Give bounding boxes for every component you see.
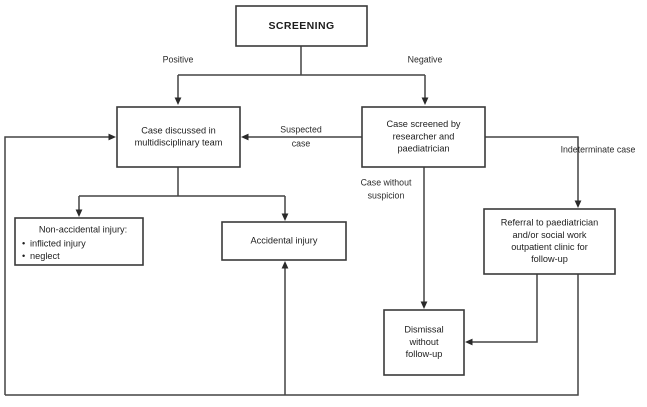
edge-label-negative: Negative xyxy=(408,54,443,64)
non-accidental-injury-box-frame xyxy=(14,217,144,266)
case-discussed-box-line-1: multidisciplinary team xyxy=(135,138,223,148)
referral-box-line-2: outpatient clinic for xyxy=(511,242,588,252)
case-discussed-box-frame xyxy=(116,106,241,168)
edge-label-case-without-suspicion-2: suspicion xyxy=(368,190,405,200)
referral-box-line-0: Referral to paediatrician xyxy=(501,218,599,228)
non-accidental-injury-box: Non-accidental injury: • inflicted injury •… xyxy=(14,217,144,266)
case-screened-box-line-0: Case screened by xyxy=(386,119,460,129)
connector-referral-to-bottom xyxy=(5,274,579,396)
screening-box-frame xyxy=(235,5,368,47)
dismissal-box-line-1: without xyxy=(408,337,439,347)
referral-box: Referral to paediatrician and/or social w… xyxy=(483,208,616,275)
non-accidental-injury-box-bullet-1: neglect xyxy=(30,251,60,261)
case-discussed-box: Case discussed in multidisciplinary team xyxy=(116,106,241,168)
connector-screening-to-screened-arrowhead xyxy=(421,97,429,105)
connector-suspected-case-arrowhead xyxy=(241,133,249,141)
connector-referral-to-dismissal-arrowhead xyxy=(465,338,473,346)
connector-referral-to-dismissal xyxy=(470,274,538,343)
connector-screening-split-arrowhead xyxy=(174,97,182,105)
screening-box: SCREENING xyxy=(235,5,368,47)
connector-screened-to-referral xyxy=(485,136,579,203)
accidental-injury-box-frame xyxy=(221,221,347,261)
referral-box-frame xyxy=(483,208,616,275)
non-accidental-injury-box-bullet-dot-1: • xyxy=(22,251,25,261)
non-accidental-injury-box-bullet-0: inflicted injury xyxy=(30,239,86,249)
dismissal-box: Dismissal without follow-up xyxy=(383,309,465,376)
edge-label-positive: Positive xyxy=(163,54,194,64)
node-layer: SCREENING Case discussed in multidisciplin… xyxy=(14,5,616,376)
case-screened-box-line-1: researcher and xyxy=(393,131,455,141)
accidental-injury-box-line-0: Accidental injury xyxy=(251,235,318,245)
edge-label-suspected-case-2: case xyxy=(292,138,311,148)
referral-box-line-3: follow-up xyxy=(531,254,568,264)
connector-multidisciplinary-split xyxy=(78,167,285,212)
connector-multidisciplinary-to-accidental-arrowhead xyxy=(281,213,289,221)
case-screened-box: Case screened by researcher and paediatric… xyxy=(361,106,486,168)
screening-box-line-0: SCREENING xyxy=(268,20,334,32)
connector-screened-to-dismissal-arrowhead xyxy=(420,301,428,309)
case-screened-box-line-2: paediatrician xyxy=(397,144,449,154)
edge-label-case-without-suspicion: Case without xyxy=(361,177,412,187)
dismissal-box-line-0: Dismissal xyxy=(404,325,443,335)
case-discussed-box-line-0: Case discussed in xyxy=(141,125,216,135)
non-accidental-injury-box-line-0: Non-accidental injury: xyxy=(39,224,127,234)
connector-layer xyxy=(4,46,582,396)
case-screened-box-frame xyxy=(361,106,486,168)
connector-screened-to-referral-arrowhead xyxy=(574,200,582,208)
connector-screening-split xyxy=(177,46,425,100)
dismissal-box-frame xyxy=(383,309,465,376)
dismissal-box-line-2: follow-up xyxy=(406,349,443,359)
connector-multidisciplinary-split-arrowhead xyxy=(75,209,83,217)
edge-label-suspected-case: Suspected xyxy=(280,124,322,134)
non-accidental-injury-box-bullet-dot-0: • xyxy=(22,239,25,249)
referral-box-line-1: and/or social work xyxy=(512,230,586,240)
connector-return-to-multidisciplinary-arrowhead xyxy=(108,133,116,141)
connector-bottom-to-accidental-arrowhead xyxy=(281,261,289,269)
accidental-injury-box: Accidental injury xyxy=(221,221,347,261)
edge-label-indeterminate-case: Indeterminate case xyxy=(561,144,636,154)
connector-return-to-multidisciplinary xyxy=(4,136,111,395)
